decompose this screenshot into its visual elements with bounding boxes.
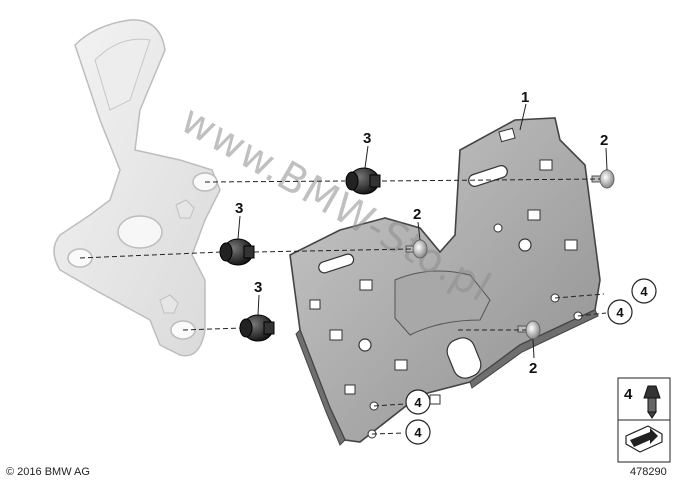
diagram-number: 478290 [630,466,667,478]
direction-arrow-icon [625,425,663,453]
ghost-bracket [53,19,221,357]
callout-4-upper-right-label: 4 [640,284,648,299]
callout-4-upper-right: 4 [631,278,657,304]
rubber-mount-top [345,167,381,195]
callout-3-middle: 3 [235,200,243,217]
callout-2-bottom: 2 [529,360,537,377]
legend-number: 4 [624,386,633,403]
mounting-plate [289,117,601,446]
rubber-mount-middle [219,238,255,266]
rubber-mount-bottom [239,314,275,342]
copyright-text: © 2016 BMW AG [6,466,90,478]
callout-4-lower-left-label: 4 [414,425,422,440]
callout-3-bottom: 3 [254,279,262,296]
legend-box: 4 [617,377,671,463]
callout-1: 1 [521,89,529,106]
assembly-lines [79,178,607,435]
callout-4-lower-right: 4 [607,299,633,325]
callout-2-middle: 2 [413,206,421,223]
callout-3-top: 3 [363,130,371,147]
callout-2-top: 2 [600,132,608,149]
callout-4-lower-right-label: 4 [616,305,624,320]
leader-lines [237,103,608,359]
callout-4-upper-left: 4 [405,389,431,415]
bolt-top-right [591,169,615,189]
callout-4-lower-left: 4 [405,419,431,445]
callout-4-upper-left-label: 4 [414,395,422,410]
plug-icon [643,385,661,419]
